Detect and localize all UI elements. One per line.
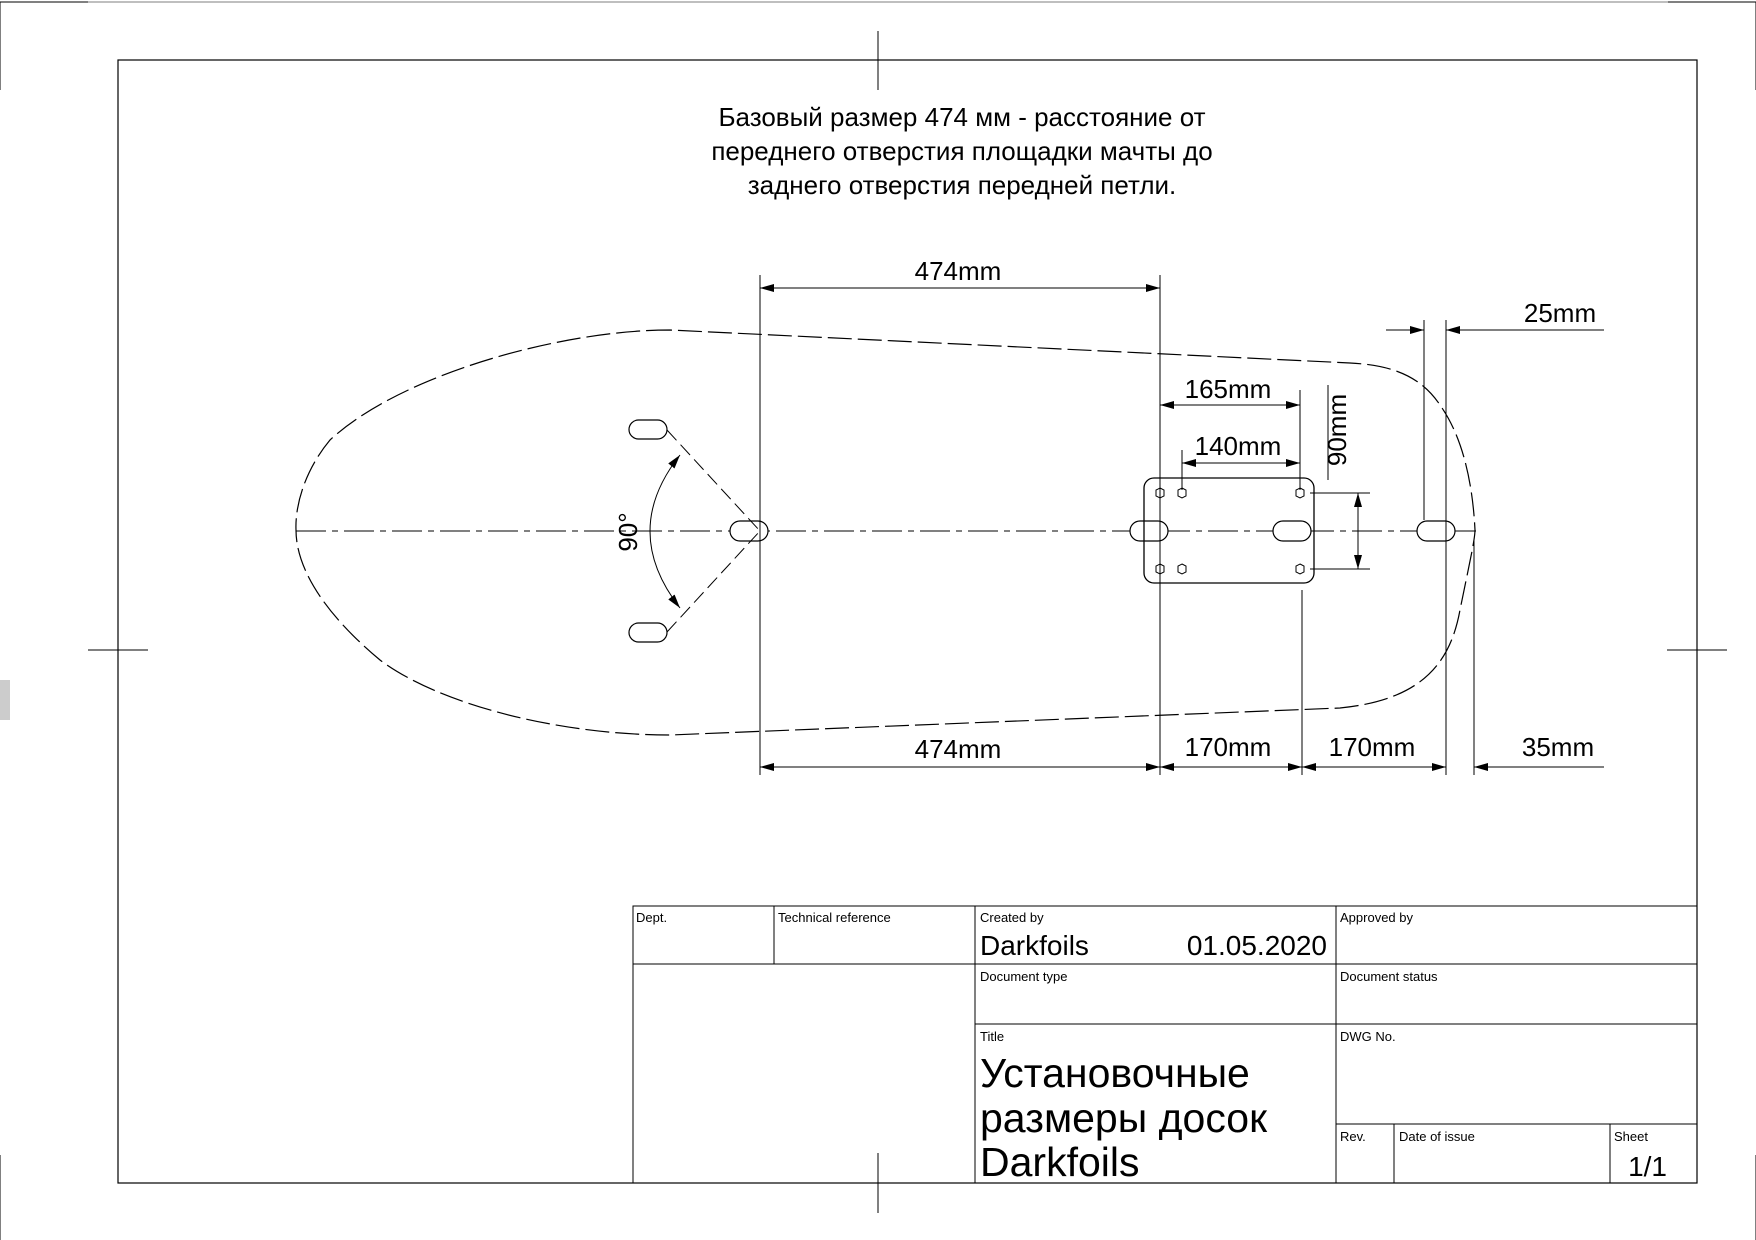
dim-140: 140mm	[1195, 431, 1282, 461]
title-line-1: Установочные	[980, 1050, 1250, 1096]
dept-label: Dept.	[636, 910, 667, 925]
created-date: 01.05.2020	[1187, 930, 1327, 961]
approved-by-label: Approved by	[1340, 910, 1413, 925]
rev-label: Rev.	[1340, 1129, 1366, 1144]
dwg-label: DWG No.	[1340, 1029, 1396, 1044]
drawing-frame	[117, 59, 1698, 1184]
dim-474-bottom: 474mm	[915, 734, 1002, 764]
dimension-lines	[760, 284, 1604, 771]
note-line-3: заднего отверстия передней петли.	[748, 170, 1177, 200]
sheet-label: Sheet	[1614, 1129, 1648, 1144]
title-label: Title	[980, 1029, 1004, 1044]
angle-label: 90°	[613, 512, 643, 551]
mast-plate	[1143, 477, 1315, 584]
date-issue-label: Date of issue	[1399, 1129, 1475, 1144]
dim-25: 25mm	[1524, 298, 1596, 328]
dim-170-a: 170mm	[1185, 732, 1272, 762]
dim-90: 90mm	[1322, 394, 1352, 466]
created-by-label: Created by	[980, 910, 1044, 925]
extension-lines	[759, 275, 1475, 775]
sheet-value: 1/1	[1628, 1151, 1667, 1182]
dim-35: 35mm	[1522, 732, 1594, 762]
title-line-3: Darkfoils	[980, 1139, 1139, 1185]
doc-status-label: Document status	[1340, 969, 1438, 984]
dim-165: 165mm	[1185, 374, 1272, 404]
title-line-2: размеры досок	[980, 1095, 1268, 1141]
doc-type-label: Document type	[980, 969, 1067, 984]
dim-474-top: 474mm	[915, 256, 1002, 286]
dim-170-b: 170mm	[1329, 732, 1416, 762]
note-line-2: переднего отверстия площадки мачты до	[711, 136, 1212, 166]
tech-ref-label: Technical reference	[778, 910, 891, 925]
note-line-1: Базовый размер 474 мм - расстояние от	[718, 102, 1205, 132]
scroll-tab	[0, 680, 10, 720]
front-strap-holes	[628, 419, 1456, 643]
angle-construction	[649, 429, 761, 633]
created-by-value: Darkfoils	[980, 930, 1089, 961]
board-outline	[295, 329, 1476, 736]
title-block	[632, 905, 1698, 1184]
